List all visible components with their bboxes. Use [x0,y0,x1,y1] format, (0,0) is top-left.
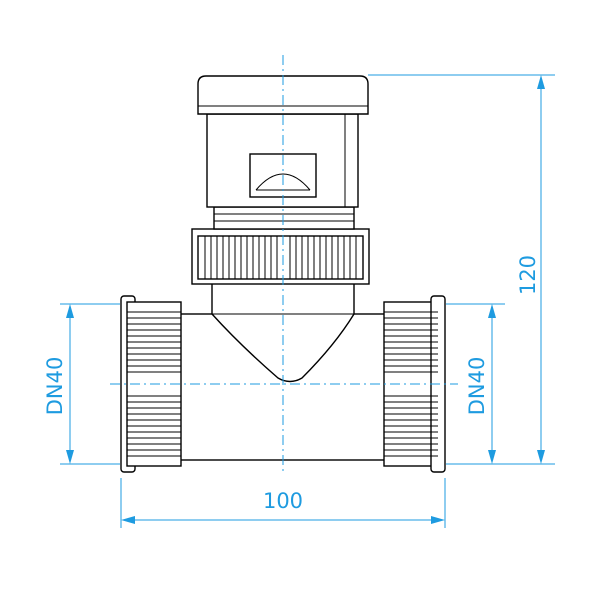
width-label: 100 [263,489,303,513]
center-lines [110,55,458,475]
branch-funnel [211,282,355,383]
collar [213,206,355,230]
upper-valve [191,75,370,285]
left-dn-label: DN40 [43,357,67,416]
height-label: 120 [516,255,540,295]
width-dimension: 100 [120,478,446,528]
right-dn-label: DN40 [465,357,489,416]
left-dn-dimension: DN40 [43,303,120,465]
height-dimension: 120 [368,74,555,465]
